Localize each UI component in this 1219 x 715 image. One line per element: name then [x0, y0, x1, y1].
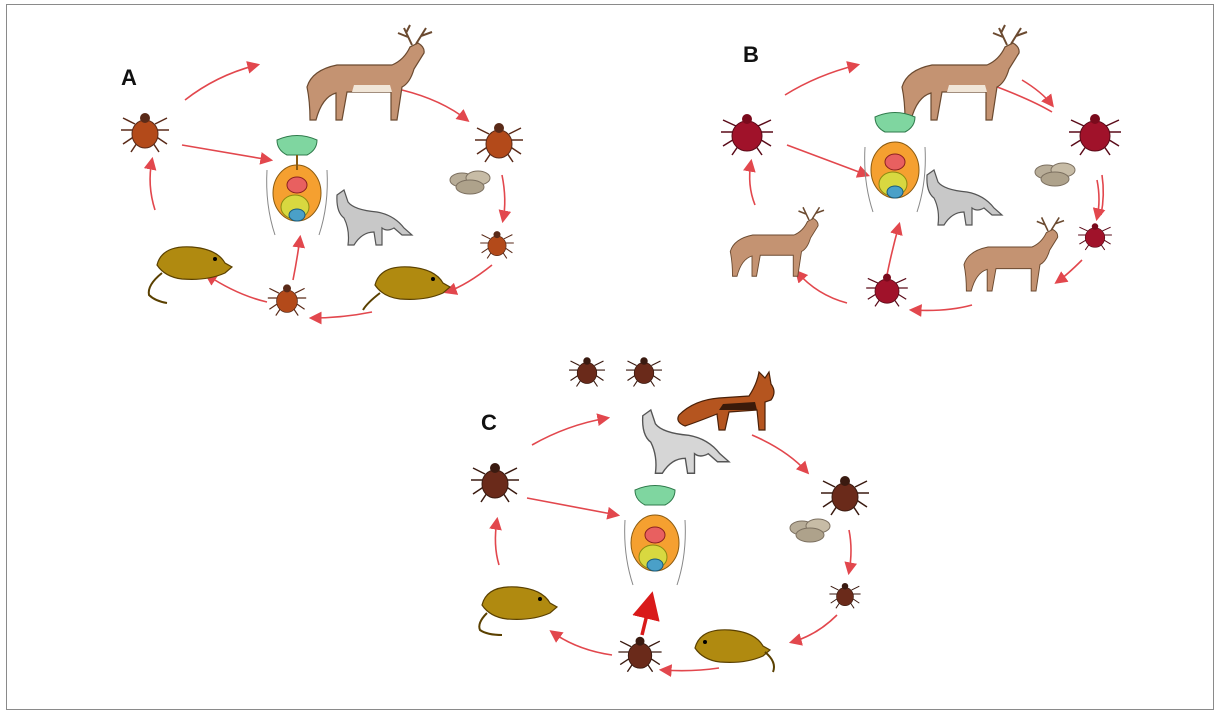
tick-icon	[121, 113, 169, 152]
rodent-icon	[479, 587, 557, 635]
wolf-icon	[337, 190, 412, 245]
figure-frame: A	[6, 4, 1214, 710]
egg-cluster-icon	[450, 171, 490, 194]
panel-b-lower-deer	[952, 205, 1072, 305]
tick-icon	[626, 357, 662, 386]
tick-icon	[821, 476, 869, 515]
tick-icon	[721, 114, 773, 155]
tick-icon	[268, 284, 306, 315]
tick-icon	[475, 123, 523, 162]
tick-icon	[829, 583, 860, 608]
panel-a-diagram	[107, 20, 547, 320]
rodent-icon	[363, 267, 450, 310]
tick-icon	[866, 274, 908, 307]
deer-icon	[964, 217, 1064, 291]
tick-icon	[471, 463, 519, 502]
panel-c: C	[457, 350, 897, 680]
tick-icon	[480, 231, 514, 258]
tick-icon	[1078, 223, 1112, 250]
deer-icon	[307, 25, 432, 120]
panel-a: A	[107, 20, 547, 320]
deer-icon	[730, 207, 824, 276]
strong-arrow	[642, 598, 651, 635]
tick-icon	[618, 637, 661, 672]
human-anatomy-icon	[625, 486, 686, 586]
tick-icon	[1069, 114, 1121, 155]
fox-icon	[678, 372, 774, 430]
human-anatomy-icon	[865, 113, 926, 213]
human-anatomy-icon	[267, 136, 328, 236]
egg-cluster-icon	[1035, 163, 1075, 186]
egg-cluster-icon	[790, 519, 830, 542]
rodent-icon	[149, 247, 232, 303]
panel-c-diagram	[457, 350, 897, 680]
rodent-icon	[695, 630, 774, 672]
tick-icon	[569, 357, 605, 386]
